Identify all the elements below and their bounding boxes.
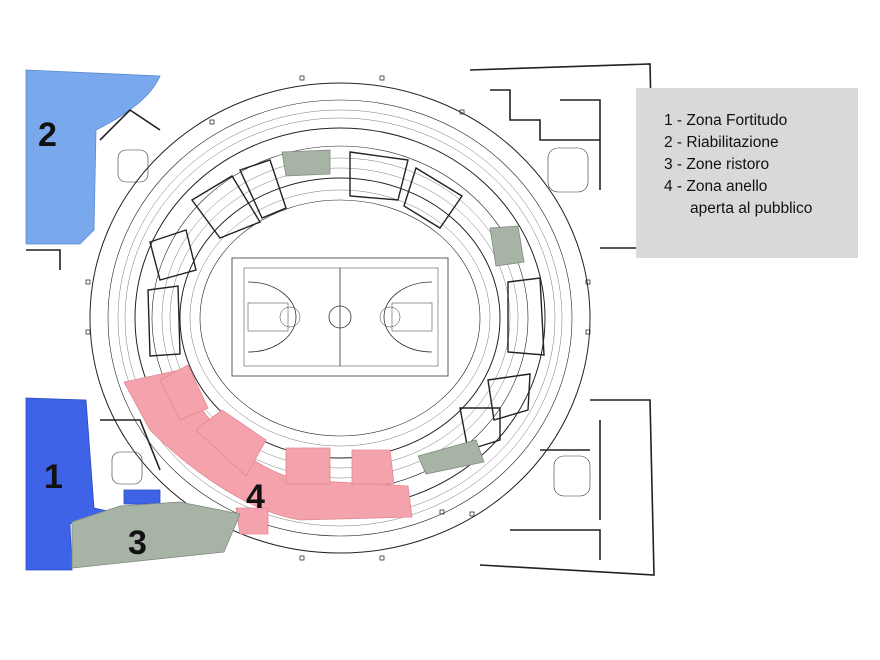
zone-4-number: 4 bbox=[246, 478, 265, 516]
legend-item-2: 2 - Riabilitazione bbox=[664, 134, 779, 151]
zone-4-area bbox=[123, 364, 413, 535]
building-wings bbox=[26, 63, 655, 576]
legend-item-1: 1 - Zona Fortitudo bbox=[664, 112, 788, 129]
legend-item-4-line2: aperta al pubblico bbox=[690, 200, 813, 217]
basketball-court bbox=[231, 257, 449, 377]
zone-3-number: 3 bbox=[128, 524, 147, 562]
staircases bbox=[111, 147, 591, 497]
zone-2-number: 2 bbox=[38, 116, 57, 154]
legend-box: 1 - Zona Fortitudo 2 - Riabilitazione 3 … bbox=[636, 88, 858, 258]
legend-item-4-line1: 4 - Zona anello bbox=[664, 178, 768, 195]
zone-2-area bbox=[25, 69, 161, 245]
legend-item-3: 3 - Zone ristoro bbox=[664, 156, 770, 173]
columns bbox=[85, 75, 591, 561]
legend-item-4: 4 - Zona anello aperta al pubblico bbox=[664, 176, 858, 220]
zone-1-number: 1 bbox=[44, 458, 63, 496]
zone-3-area bbox=[71, 149, 525, 569]
seating-blocks bbox=[147, 151, 545, 451]
